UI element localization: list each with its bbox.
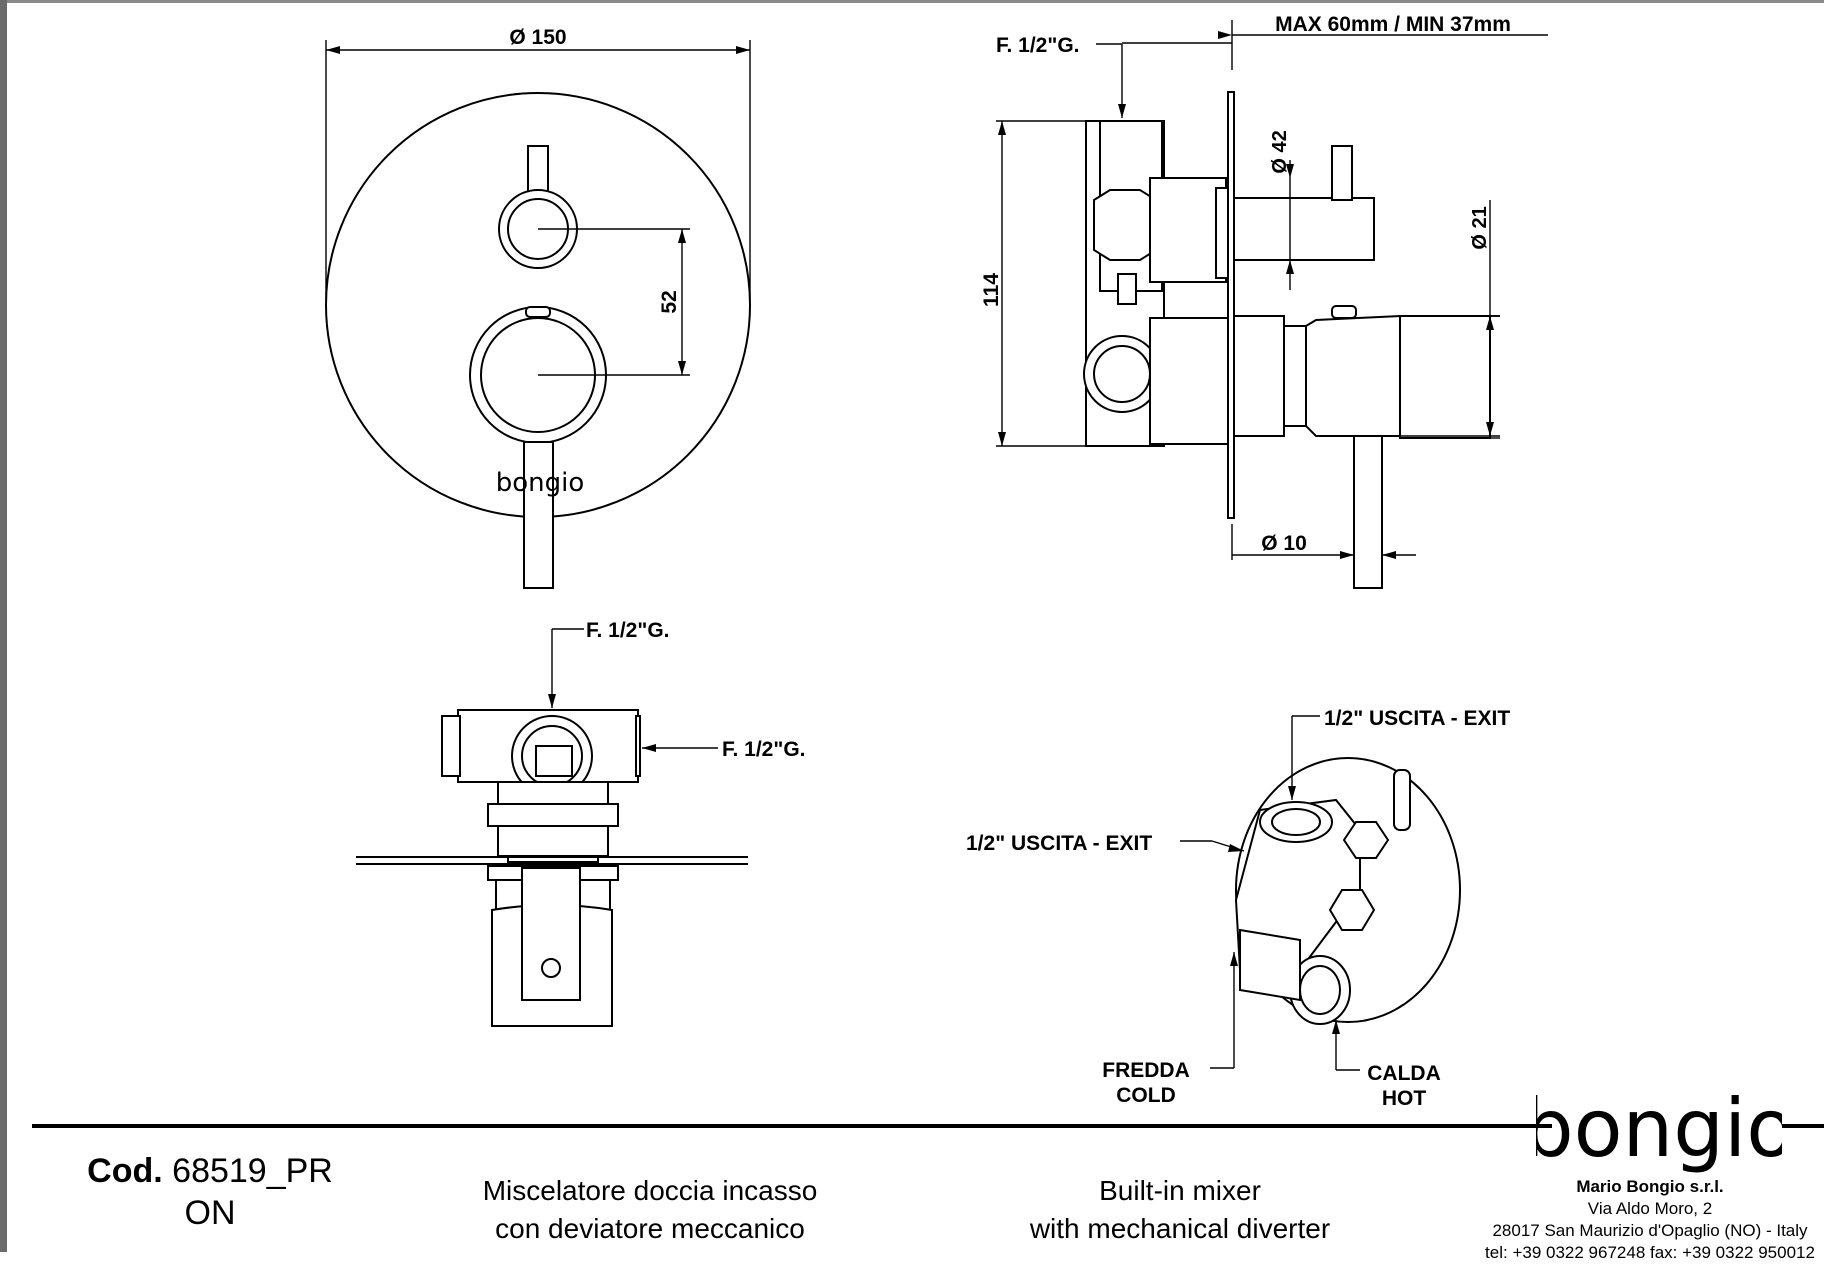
- company-contact: tel: +39 0322 967248 fax: +39 0322 95001…: [1485, 1243, 1815, 1262]
- title-block-rule: [32, 1124, 1552, 1128]
- front-view: Ø 150 52 bongio: [325, 26, 751, 589]
- title-block-rule-right: [1782, 1124, 1824, 1128]
- product-code-label: Cod.: [87, 1152, 163, 1190]
- iso-hot-en-label: HOT: [1382, 1087, 1427, 1110]
- iso-view: 1/2" USCITA - EXIT 1/2" USCITA - EXIT FR…: [966, 707, 1510, 1110]
- product-code-value-2: ON: [184, 1194, 236, 1232]
- company-name: Mario Bongio s.r.l.: [1576, 1177, 1724, 1196]
- side-view: MAX 60mm / MIN 37mm F. 1/2"G. 114 Ø 42: [980, 13, 1548, 589]
- faceplate-brand-mark: bongio: [496, 468, 585, 498]
- bongio-logo: bongio: [1536, 1082, 1782, 1175]
- top-inlet-right-label: F. 1/2"G.: [722, 738, 806, 761]
- side-inlet-top-label: F. 1/2"G.: [996, 34, 1080, 57]
- top-inlet-top-label: F. 1/2"G.: [586, 619, 670, 642]
- description-english-line1: Built-in mixer: [1099, 1175, 1261, 1206]
- description-italian-line2: con deviatore meccanico: [495, 1213, 805, 1244]
- logo-text: bongio: [1536, 1082, 1782, 1175]
- side-lever-diameter-label: Ø 10: [1261, 532, 1307, 555]
- page-frame-top: [7, 0, 1824, 3]
- description-english-line2: with mechanical diverter: [1029, 1213, 1331, 1244]
- side-handle-diameter-label: Ø 21: [1469, 206, 1491, 249]
- iso-exit-left-label: 1/2" USCITA - EXIT: [966, 832, 1152, 855]
- front-center-distance-label: 52: [658, 290, 681, 313]
- description-english: Built-in mixer with mechanical diverter: [980, 1172, 1380, 1248]
- side-height-label: 114: [980, 273, 1003, 307]
- product-code: Cod. 68519_PR ON: [60, 1150, 360, 1234]
- description-italian: Miscelatore doccia incasso con deviatore…: [440, 1172, 860, 1248]
- iso-exit-top-label: 1/2" USCITA - EXIT: [1324, 707, 1510, 730]
- company-info: Mario Bongio s.r.l. Via Aldo Moro, 2 280…: [1480, 1176, 1820, 1264]
- side-spout-diameter-label: Ø 42: [1269, 130, 1291, 173]
- iso-cold-it-label: FREDDA: [1102, 1059, 1190, 1082]
- iso-hot-it-label: CALDA: [1367, 1062, 1441, 1085]
- iso-cold-en-label: COLD: [1116, 1084, 1176, 1107]
- side-depth-label: MAX 60mm / MIN 37mm: [1275, 13, 1511, 36]
- top-view: F. 1/2"G. F. 1/2"G.: [356, 619, 806, 1027]
- product-code-value: 68519_PR: [172, 1152, 333, 1190]
- company-city: 28017 San Maurizio d'Opaglio (NO) - Ital…: [1492, 1221, 1808, 1240]
- company-address: Via Aldo Moro, 2: [1587, 1199, 1713, 1218]
- front-diameter-label: Ø 150: [509, 26, 566, 49]
- page-frame-left: [0, 0, 7, 1252]
- description-italian-line1: Miscelatore doccia incasso: [482, 1175, 818, 1206]
